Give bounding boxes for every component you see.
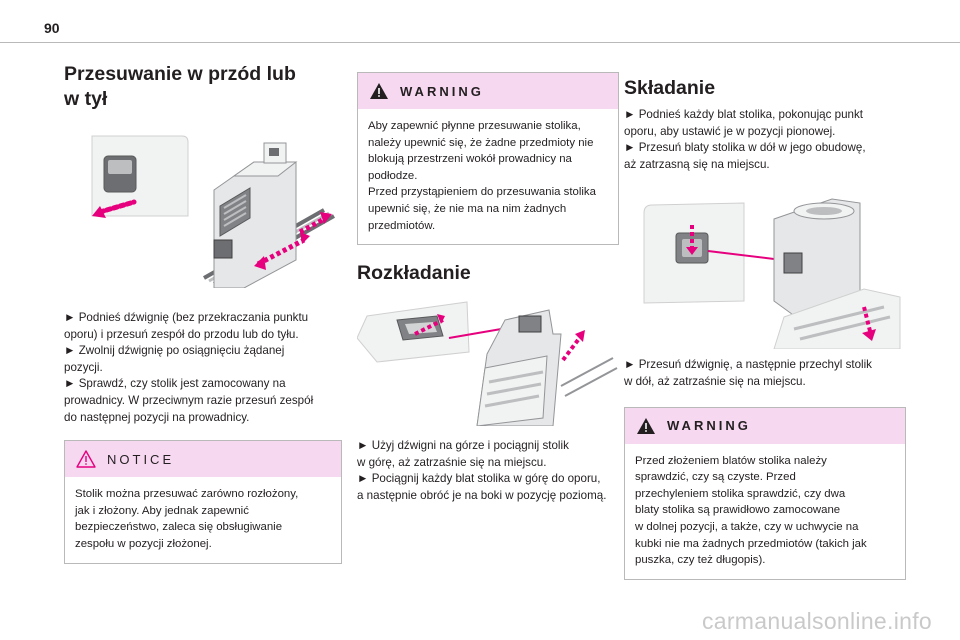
- warning-line: Aby zapewnić płynne przesuwanie stolika,: [368, 120, 581, 132]
- warning-line: Przed przystąpieniem do przesuwania stol…: [368, 186, 596, 199]
- step-line: ► Przesuń dźwignię, a następnie przechyl…: [624, 358, 872, 372]
- notice-box: NOTICE Stolik można przesuwać zarówno ro…: [64, 440, 342, 564]
- steps-folding-bottom: ► Przesuń dźwignię, a następnie przechyl…: [624, 357, 906, 390]
- illustration-table-slide: [64, 128, 342, 289]
- warning-box-folding: WARNING Przed złożeniem blatów stolika n…: [624, 406, 906, 580]
- steps-unfolding: ► Użyj dźwigni na górze i pociągnij stol…: [357, 438, 619, 504]
- warning-header: WARNING: [625, 407, 905, 444]
- step-line: ► Użyj dźwigni na górze i pociągnij stol…: [357, 439, 569, 453]
- step-line: ► Zwolnij dźwignię po osiągnięciu żądane…: [64, 344, 285, 358]
- step-line: ► Podnieś dźwignię (bez przekraczania pu…: [64, 311, 309, 324]
- step-line: do następnej pozycji na prowadnicy.: [64, 410, 250, 424]
- warning-line: w dolnej pozycji, a także, czy w uchwyci…: [635, 520, 859, 533]
- watermark: carmanualsonline.info: [701, 608, 932, 634]
- step-line: a następnie obróć je na boki w pozycję p…: [357, 488, 607, 502]
- step-line: ► Podnieś każdy blat stolika, pokonując …: [624, 108, 863, 121]
- notice-line: bezpieczeństwo, zaleca się obsługiwanie: [75, 521, 283, 534]
- step-line: pozycji.: [64, 360, 103, 374]
- warning-line: blokują przestrzeni wokół prowadnicy na: [368, 153, 572, 166]
- column-moving: Przesuwanie w przód lub w tył: [64, 62, 342, 564]
- illustration-table-unfold: [356, 298, 619, 427]
- title-line-1: Przesuwanie w przód lub: [64, 63, 296, 85]
- step-line: oporu) i przesuń zespół do przodu lub do…: [64, 327, 299, 341]
- section-title-moving: Przesuwanie w przód lub w tył: [64, 62, 342, 112]
- caution-icon: [76, 450, 96, 468]
- warning-heading: WARNING: [400, 83, 484, 99]
- title-line-2: w tył: [64, 88, 108, 110]
- warning-line: puszka, czy też długopis).: [635, 554, 766, 567]
- header-divider: [0, 42, 960, 43]
- section-title-unfolding: Rozkładanie: [357, 262, 471, 285]
- step-line: aż zatrzasną się na miejscu.: [624, 157, 770, 171]
- steps-folding-top: ► Podnieś każdy blat stolika, pokonując …: [624, 107, 906, 173]
- table-unfold-drawing: [356, 301, 618, 427]
- table-slide-drawing: [91, 135, 335, 289]
- warning-line: upewnić się, że nie ma na nim żadnych: [368, 202, 567, 215]
- section-title-folding: Składanie: [624, 77, 716, 99]
- step-line: oporu, aby ustawić je w pozycji pionowej…: [624, 124, 836, 138]
- warning-line: przechyleniem stolika sprawdzić, czy dwa: [635, 487, 846, 500]
- warning-box: WARNING Aby zapewnić płynne przesuwanie …: [357, 72, 619, 246]
- notice-line: jak i złożony. Aby jednak zapewnić: [75, 504, 249, 517]
- warning-line: należy upewnić się, że żadne przedmioty …: [368, 136, 594, 149]
- notice-line: zespołu w pozycji złożonej.: [75, 537, 212, 550]
- warning-icon: [637, 417, 655, 434]
- warning-heading: WARNING: [667, 418, 751, 434]
- step-line: ► Przesuń blaty stolika w dół w jego obu…: [624, 141, 866, 155]
- warning-content: Aby zapewnić płynne przesuwanie stolika,…: [358, 109, 618, 244]
- notice-heading: NOTICE: [107, 451, 175, 467]
- table-fold-drawing: [643, 198, 901, 350]
- step-line: w górę, aż zatrzaśnie się na miejscu.: [357, 455, 547, 469]
- step-line: prowadnicy. W przeciwnym razie przesuń z…: [64, 393, 314, 407]
- steps-moving: ► Podnieś dźwignię (bez przekraczania pu…: [64, 310, 342, 426]
- warning-line: kubki nie ma żadnych przedmiotów (takich…: [635, 537, 867, 550]
- warning-line: sprawdzić, czy są czyste. Przed: [635, 471, 796, 484]
- warning-line: przedmiotów.: [368, 219, 436, 232]
- warning-icon: [370, 83, 388, 99]
- page-number: 90: [44, 20, 60, 36]
- step-line: w dół, aż zatrzaśnie się na miejscu.: [624, 374, 806, 388]
- notice-content: Stolik można przesuwać zarówno rozłożony…: [65, 477, 341, 562]
- notice-line: Stolik można przesuwać zarówno rozłożony…: [75, 488, 299, 501]
- step-line: ► Sprawdź, czy stolik jest zamocowany na: [64, 377, 286, 391]
- warning-line: blaty stolika są prawidłowo zamocowane: [635, 504, 841, 517]
- warning-line: Przed złożeniem blatów stolika należy: [635, 454, 827, 467]
- warning-header: WARNING: [358, 73, 618, 109]
- warning-content: Przed złożeniem blatów stolika należy sp…: [625, 444, 905, 579]
- step-line: ► Pociągnij każdy blat stolika w górę do…: [357, 472, 601, 486]
- column-folding: Składanie ► Podnieś każdy blat stolika, …: [624, 76, 906, 580]
- warning-line: podłodze.: [368, 169, 418, 182]
- column-unfolding: WARNING Aby zapewnić płynne przesuwanie …: [356, 72, 619, 505]
- illustration-table-fold: [624, 189, 906, 350]
- notice-header: NOTICE: [65, 441, 341, 478]
